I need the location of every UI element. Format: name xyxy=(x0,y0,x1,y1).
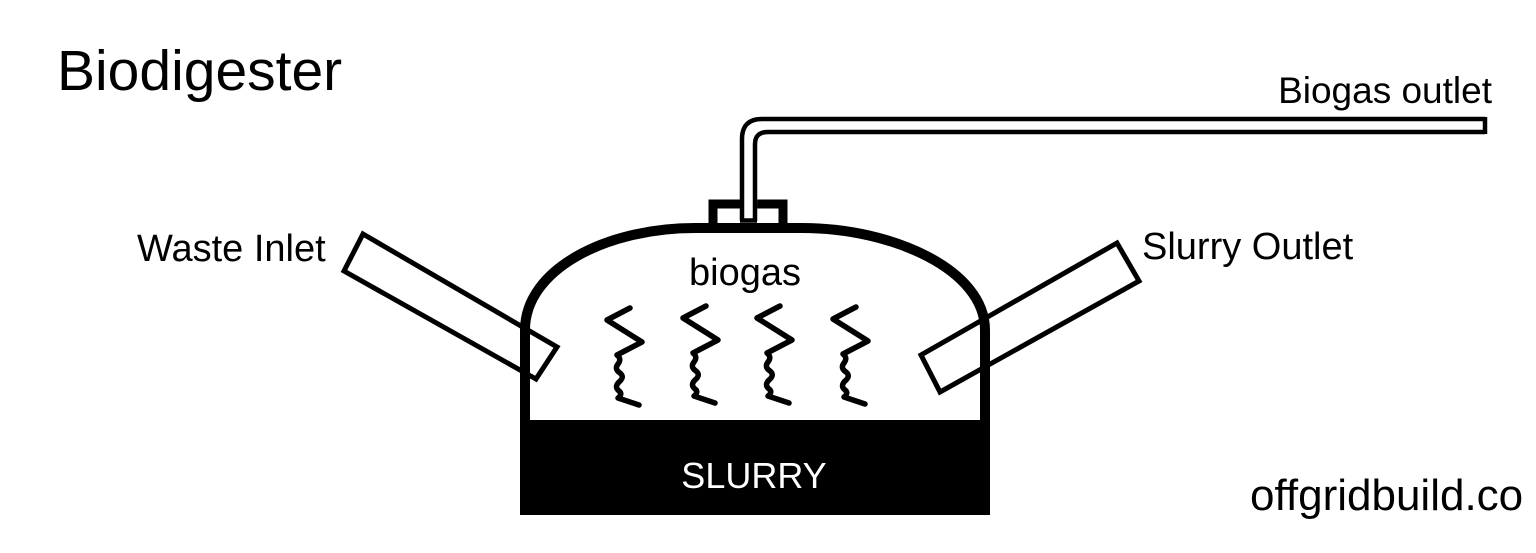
slurry-outlet-label: Slurry Outlet xyxy=(1142,226,1354,268)
slurry-region xyxy=(520,420,990,515)
waste-inlet-label: Waste Inlet xyxy=(137,228,326,270)
biogas-pipe-inner-wall xyxy=(752,129,1485,221)
biogas-pipe-bore xyxy=(740,117,1487,222)
watermark: offgridbuild.co xyxy=(1250,471,1524,520)
biogas-outlet-label: Biogas outlet xyxy=(1278,70,1492,111)
slurry-region-label: SLURRY xyxy=(681,455,827,496)
biogas-pipe-outer-wall xyxy=(739,116,1485,221)
gas-region-label: biogas xyxy=(689,252,801,294)
page-title: Biodigester xyxy=(57,39,343,103)
slurry-outlet-pipe xyxy=(917,239,1143,396)
waste-inlet-pipe xyxy=(340,230,561,383)
